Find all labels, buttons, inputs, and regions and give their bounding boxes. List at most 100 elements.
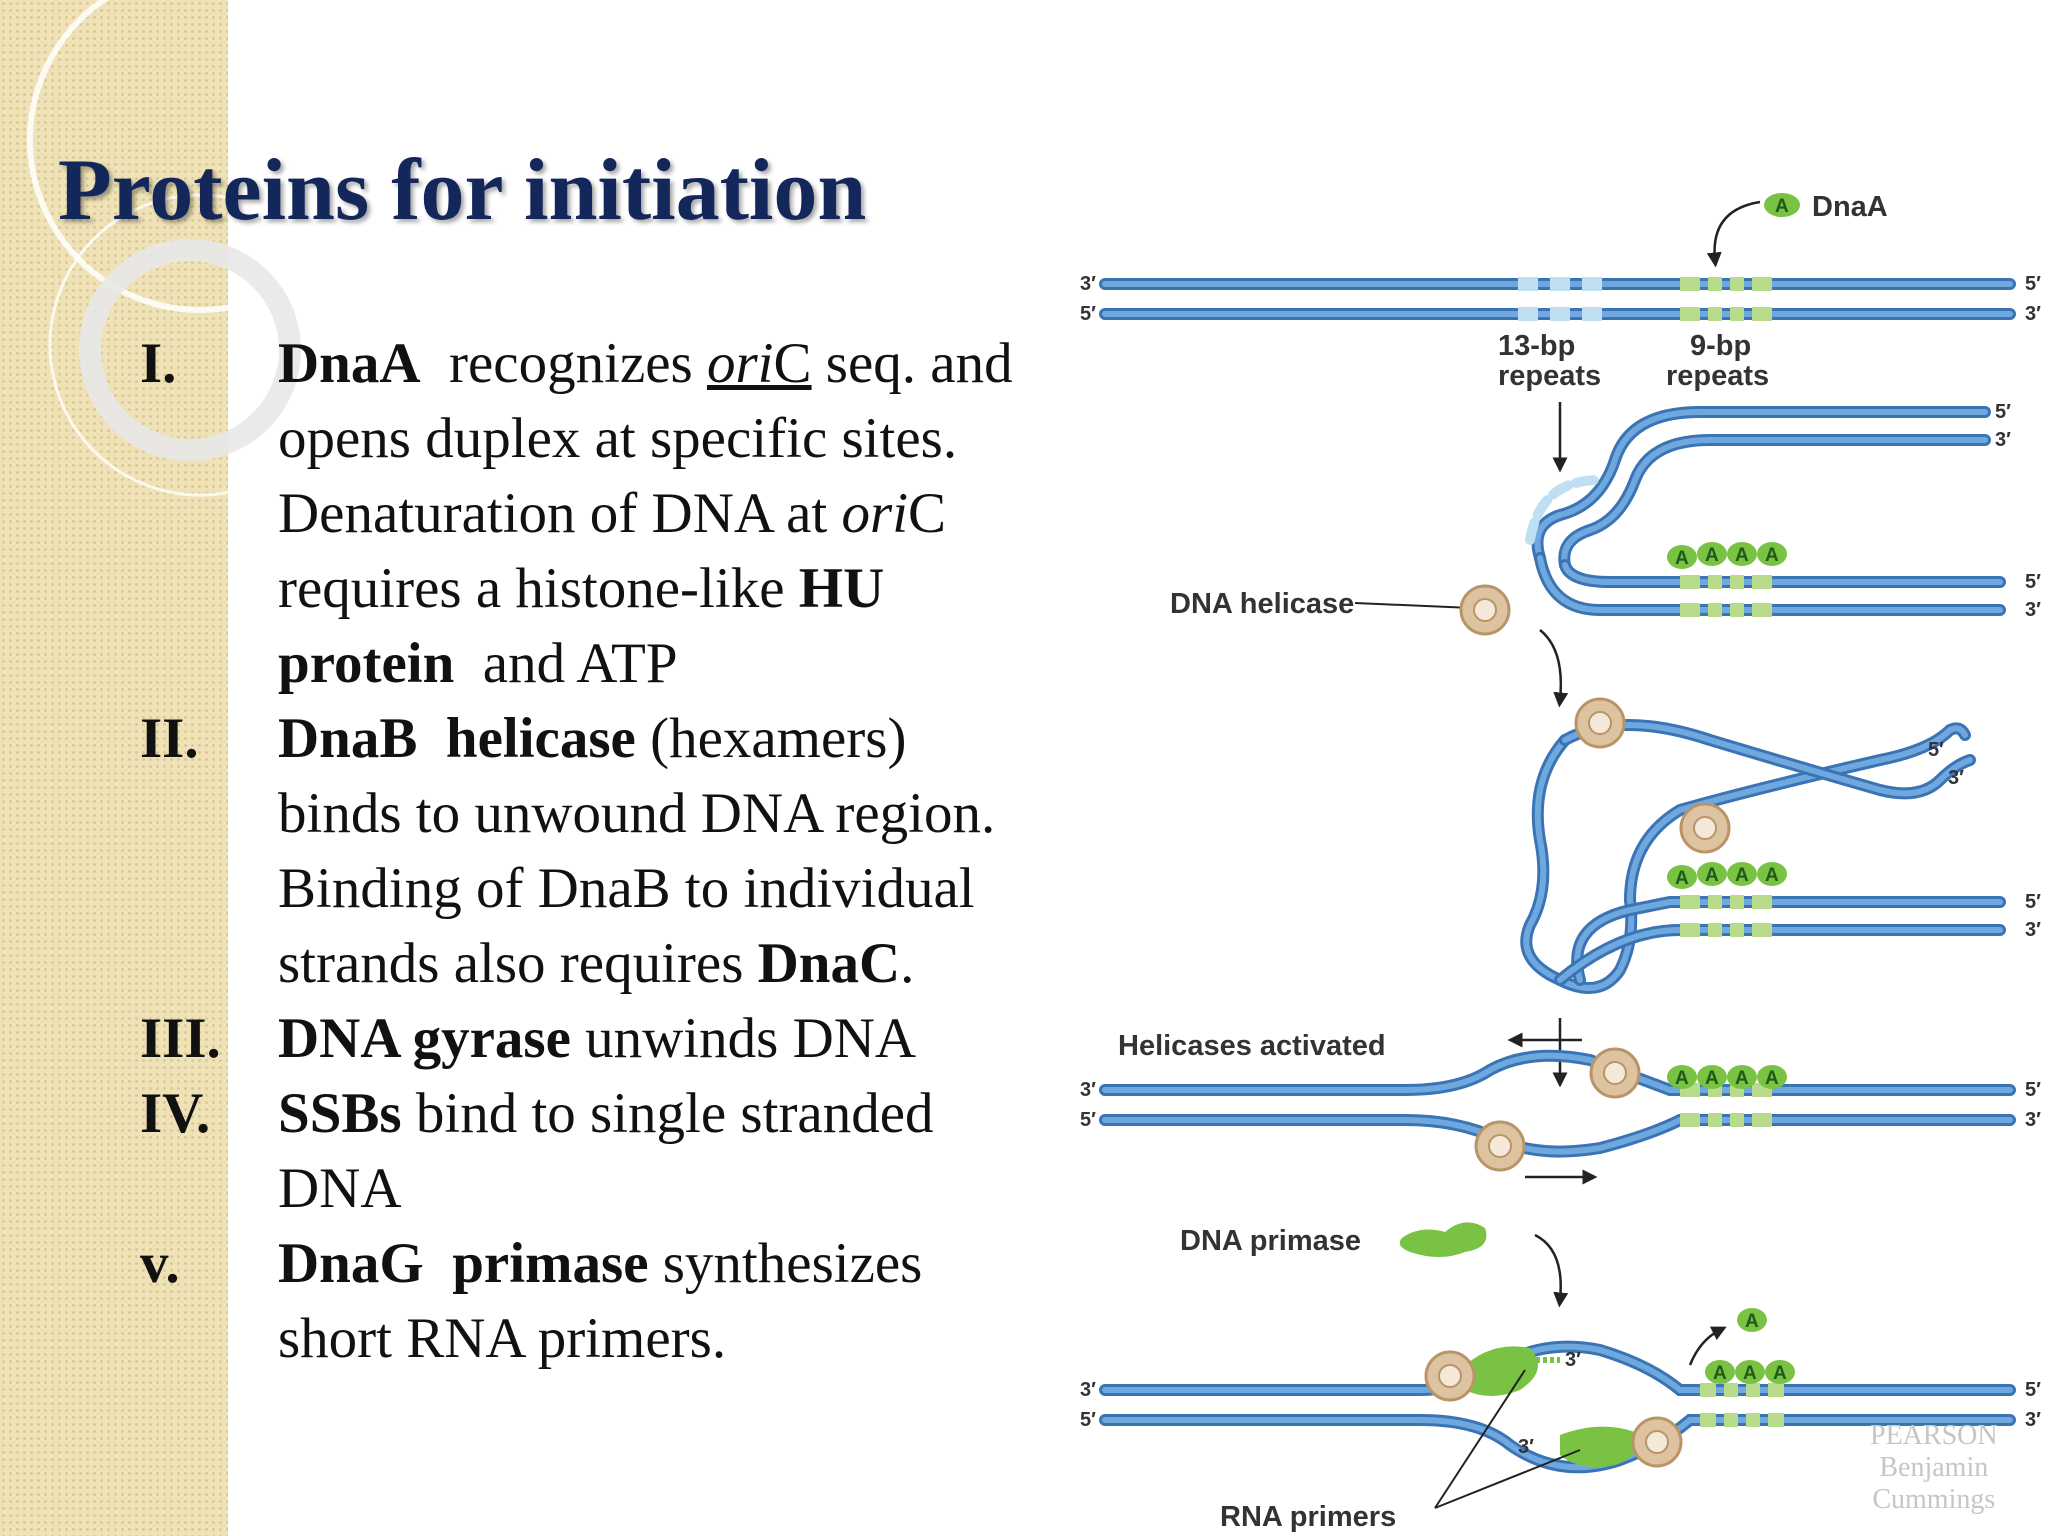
label-9bp-repeats: repeats — [1666, 360, 1769, 392]
step1-label-5prime-right: 5′ — [2025, 273, 2041, 295]
step1-label-3prime-right: 3′ — [2025, 303, 2041, 325]
text-run: . — [900, 932, 915, 995]
step5-label-3prime-primer-bottom: 3′ — [1518, 1436, 1534, 1458]
step3-label-3prime-top: 3′ — [1948, 767, 1964, 789]
rna-primer-pointer-top — [1434, 1369, 1526, 1509]
step2-opening-duplex — [1525, 406, 2006, 617]
list-item: v. DnaG primase synthesizes short RNA pri… — [140, 1226, 1040, 1376]
publisher-watermark: PEARSON Benjamin Cummings — [1870, 1420, 1998, 1515]
label-13bp-repeats: repeats — [1498, 360, 1601, 392]
list-item-body: DnaG primase synthesizes short RNA prime… — [278, 1226, 1040, 1376]
list-item-body: DnaB helicase (hexamers) binds to unwoun… — [278, 701, 1040, 1001]
dnaa-protein-letter: A — [1775, 196, 1789, 217]
list-item-number: I. — [140, 332, 177, 395]
list-item-body: DnaA recognizes oriC seq. and opens dupl… — [278, 326, 1040, 701]
text-run: recognizes — [420, 332, 707, 395]
step2-label-3prime-top: 3′ — [1995, 429, 2011, 451]
step1-label-3prime-left: 3′ — [1080, 273, 1096, 295]
bold-term: DNA gyrase — [278, 1007, 571, 1070]
step2-arrow — [1539, 629, 1569, 708]
label-dnaa: DnaA — [1812, 191, 1888, 223]
step4-label-3prime-left: 3′ — [1080, 1079, 1096, 1101]
step5-label-3prime-left: 3′ — [1080, 1379, 1096, 1401]
list-item-number: v. — [140, 1232, 180, 1295]
text-run: C requires a histone-like — [278, 482, 961, 620]
svg-text:A: A — [1773, 1363, 1787, 1384]
list-item-paragraph: SSBs bind to single stranded DNA — [278, 1076, 1040, 1226]
list-item-number: IV. — [140, 1082, 211, 1145]
step3-label-3prime-right: 3′ — [2025, 919, 2041, 941]
step4-label-3prime-right: 3′ — [2025, 1109, 2041, 1131]
primase-icon — [1399, 1222, 1487, 1257]
text-run: synthesizes short RNA primers. — [278, 1232, 937, 1370]
step5-label-3prime-right: 3′ — [2025, 1409, 2041, 1431]
text-run: bind to single stranded DNA — [278, 1082, 948, 1220]
helicase-pointer-line — [1354, 602, 1473, 609]
svg-text:A: A — [1743, 1363, 1757, 1384]
list-item: II. DnaB helicase (hexamers) binds to unw… — [140, 701, 1040, 1001]
list-item-body: SSBs bind to single stranded DNA — [278, 1076, 1040, 1226]
svg-text:A: A — [1735, 865, 1749, 886]
replication-initiation-diagram: 3′ 5′ 5′ 3′ A DnaA 13-bp repeats 9-bp re… — [1080, 191, 2041, 1533]
svg-text:A: A — [1675, 868, 1689, 889]
step1-label-5prime-left: 5′ — [1080, 303, 1096, 325]
bold-term: HU protein — [278, 557, 899, 695]
dnaa-binding-arrow — [1706, 200, 1761, 268]
dnaa-release-arrow — [1688, 1326, 1727, 1366]
list-item-number: III. — [140, 1007, 221, 1070]
list-item-paragraph: Denaturation of DNA at oriC requires a h… — [278, 476, 1040, 701]
italic-term: ori — [841, 482, 909, 545]
list-item-paragraph: DnaG primase synthesizes short RNA prime… — [278, 1226, 1040, 1376]
svg-text:A: A — [1765, 865, 1779, 886]
list-item: IV. SSBs bind to single stranded DNA — [140, 1076, 1040, 1226]
list-item-body: DNA gyrase unwinds DNA — [278, 1001, 1040, 1076]
bold-term: DnaB helicase — [278, 707, 636, 770]
list-item-number: II. — [140, 707, 199, 770]
step2-label-3prime-right: 3′ — [2025, 599, 2041, 621]
svg-text:A: A — [1713, 1363, 1727, 1384]
helicase-icon-step5-right — [1631, 1416, 1683, 1468]
step4-bubble-duplex — [1099, 1049, 2016, 1158]
bold-term: DnaA — [278, 332, 421, 395]
helicase-icon-step5-left — [1424, 1350, 1476, 1402]
dnaa-protein-icon — [1764, 193, 1800, 217]
list-item-paragraph: DnaA recognizes oriC seq. and opens dupl… — [278, 326, 1040, 476]
label-dna-helicase: DNA helicase — [1170, 588, 1354, 620]
step4-arrow — [1534, 1233, 1569, 1308]
rna-primer-pointer-bottom — [1434, 1449, 1581, 1509]
text-run: (hexamers) binds to unwound DNA region. … — [278, 707, 1010, 995]
page-title: Proteins for initiation — [58, 142, 867, 239]
label-dna-primase: DNA primase — [1180, 1225, 1361, 1257]
step2-label-5prime-top: 5′ — [1995, 401, 2011, 423]
helicase-icon-step4-right — [1589, 1047, 1641, 1099]
bold-term: SSBs — [278, 1082, 402, 1145]
bold-term: DnaC — [757, 932, 901, 995]
svg-text:A: A — [1745, 1311, 1759, 1332]
list-item-paragraph: DnaB helicase (hexamers) binds to unwoun… — [278, 701, 1040, 1001]
step5-label-5prime-left: 5′ — [1080, 1409, 1096, 1431]
helicase-icon-step3-top — [1574, 697, 1626, 749]
text-run: and ATP — [454, 632, 678, 695]
step5-label-3prime-primer-top: 3′ — [1565, 1349, 1581, 1371]
oric-term: C — [773, 332, 812, 395]
helicase-icon-step4-left — [1474, 1120, 1526, 1172]
step3-label-5prime-top: 5′ — [1928, 739, 1944, 761]
svg-text:A: A — [1675, 548, 1689, 569]
helicase-icon-step2 — [1459, 584, 1511, 636]
svg-text:A: A — [1705, 545, 1719, 566]
svg-text:A: A — [1735, 1068, 1749, 1089]
initiation-protein-list: I. DnaA recognizes oriC seq. and opens du… — [140, 326, 1040, 1376]
svg-text:A: A — [1705, 865, 1719, 886]
label-rna-primers: RNA primers — [1220, 1501, 1396, 1533]
step2-label-5prime-right: 5′ — [2025, 571, 2041, 593]
text-run: unwinds DNA — [570, 1007, 917, 1070]
svg-text:A: A — [1765, 1068, 1779, 1089]
label-13bp: 13-bp — [1498, 330, 1575, 362]
step3-helicase-bound-duplex — [1520, 719, 2006, 994]
step4-label-5prime-left: 5′ — [1080, 1109, 1096, 1131]
step3-label-5prime-right: 5′ — [2025, 891, 2041, 913]
list-item-paragraph: DNA gyrase unwinds DNA — [278, 1001, 1040, 1076]
